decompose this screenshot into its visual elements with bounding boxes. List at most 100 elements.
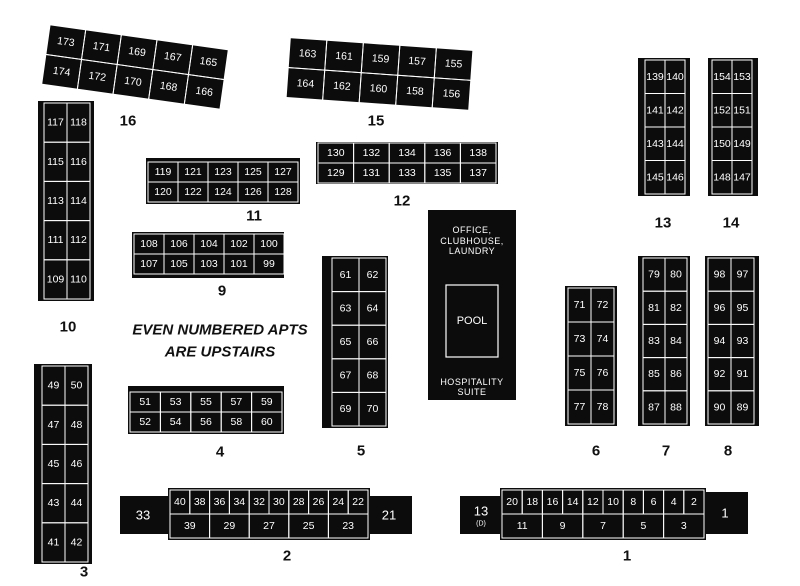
apt-cell-99	[253, 253, 285, 275]
apt-138: 138	[469, 147, 487, 159]
apt-cell-42	[64, 522, 89, 563]
clubhouse-label: CLUBHOUSE,	[440, 236, 504, 246]
apt-43: 43	[48, 497, 60, 509]
apt-27: 27	[263, 520, 275, 532]
building-label-3: 3	[80, 564, 88, 581]
apt-13-sub: (D)	[476, 521, 486, 528]
building-label-14: 14	[723, 215, 740, 232]
apt-84: 84	[670, 335, 682, 347]
apt-44: 44	[71, 497, 83, 509]
apt-20: 20	[506, 496, 518, 508]
apt-68: 68	[367, 370, 379, 382]
apt-36: 36	[214, 496, 226, 508]
apt-58: 58	[231, 416, 243, 428]
apt-154: 154	[713, 71, 731, 83]
apt-45: 45	[48, 458, 60, 470]
apt-70: 70	[367, 403, 379, 415]
apt-103: 103	[200, 258, 218, 270]
apt-124: 124	[214, 186, 232, 198]
apt-8: 8	[630, 496, 636, 508]
apt-135: 135	[434, 167, 452, 179]
pool-label: POOL	[457, 315, 488, 327]
apt-158: 158	[406, 85, 424, 98]
apt-24: 24	[332, 496, 344, 508]
apt-160: 160	[369, 82, 387, 95]
apt-48: 48	[71, 419, 83, 431]
apt-113: 113	[47, 195, 64, 207]
apt-117: 117	[47, 117, 64, 129]
apt-79: 79	[648, 269, 660, 281]
apt-49: 49	[48, 380, 60, 392]
apt-141: 141	[646, 104, 664, 116]
apt-26: 26	[313, 496, 325, 508]
apt-81: 81	[648, 302, 660, 314]
apt-121: 121	[184, 166, 202, 178]
apt-5: 5	[640, 520, 646, 532]
apt-53: 53	[170, 396, 182, 408]
apt-115: 115	[47, 156, 64, 168]
apt-133: 133	[398, 167, 416, 179]
apt-10: 10	[607, 496, 619, 508]
hospitality-label: HOSPITALITY	[440, 377, 503, 387]
pool	[445, 284, 499, 358]
apt-149: 149	[733, 138, 751, 150]
apt-32: 32	[253, 496, 265, 508]
apt-139: 139	[646, 71, 664, 83]
apt-168: 168	[159, 80, 178, 94]
apt-173: 173	[56, 35, 75, 49]
apt-cell-110	[66, 259, 91, 300]
apt-54: 54	[170, 416, 182, 428]
apt-64: 64	[367, 302, 379, 314]
apt-6: 6	[651, 496, 657, 508]
apt-76: 76	[597, 367, 609, 379]
apt-47: 47	[48, 419, 60, 431]
apt-157: 157	[408, 55, 426, 68]
upstairs-note-line1: EVEN NUMBERED APTS	[132, 322, 307, 339]
apt-152: 152	[713, 104, 731, 116]
apt-61: 61	[340, 269, 352, 281]
building-label-7: 7	[662, 443, 670, 460]
apt-119: 119	[155, 166, 172, 178]
apt-126: 126	[244, 186, 262, 198]
apt-120: 120	[154, 186, 172, 198]
apt-164: 164	[296, 77, 314, 90]
apt-101: 101	[230, 258, 248, 270]
apt-67: 67	[340, 370, 352, 382]
apt-cell-89	[730, 390, 755, 425]
apt-cell-23	[327, 513, 369, 539]
apt-171: 171	[92, 40, 111, 54]
apt-134: 134	[398, 147, 416, 159]
apt-92: 92	[714, 368, 726, 380]
apt-104: 104	[200, 238, 218, 250]
apt-cell-137	[459, 162, 497, 184]
apt-16: 16	[547, 496, 559, 508]
building-label-2: 2	[283, 548, 291, 565]
laundry-label: LAUNDRY	[449, 246, 495, 256]
apt-102: 102	[230, 238, 248, 250]
apt-140: 140	[666, 71, 684, 83]
office-label: OFFICE,	[453, 225, 492, 235]
apt-72: 72	[597, 299, 609, 311]
apt-59: 59	[261, 396, 273, 408]
apt-21: 21	[382, 508, 396, 523]
apt-155: 155	[444, 58, 462, 71]
apt-118: 118	[70, 117, 87, 129]
apt-105: 105	[170, 258, 188, 270]
apt-166: 166	[195, 85, 214, 99]
apt-94: 94	[714, 335, 726, 347]
apt-42: 42	[71, 536, 83, 548]
apt-128: 128	[274, 186, 292, 198]
apt-161: 161	[335, 50, 353, 63]
apt-80: 80	[670, 269, 682, 281]
apt-98: 98	[714, 269, 726, 281]
apt-3: 3	[681, 520, 687, 532]
apt-30: 30	[273, 496, 285, 508]
apt-18: 18	[526, 496, 538, 508]
apt-148: 148	[713, 171, 731, 183]
